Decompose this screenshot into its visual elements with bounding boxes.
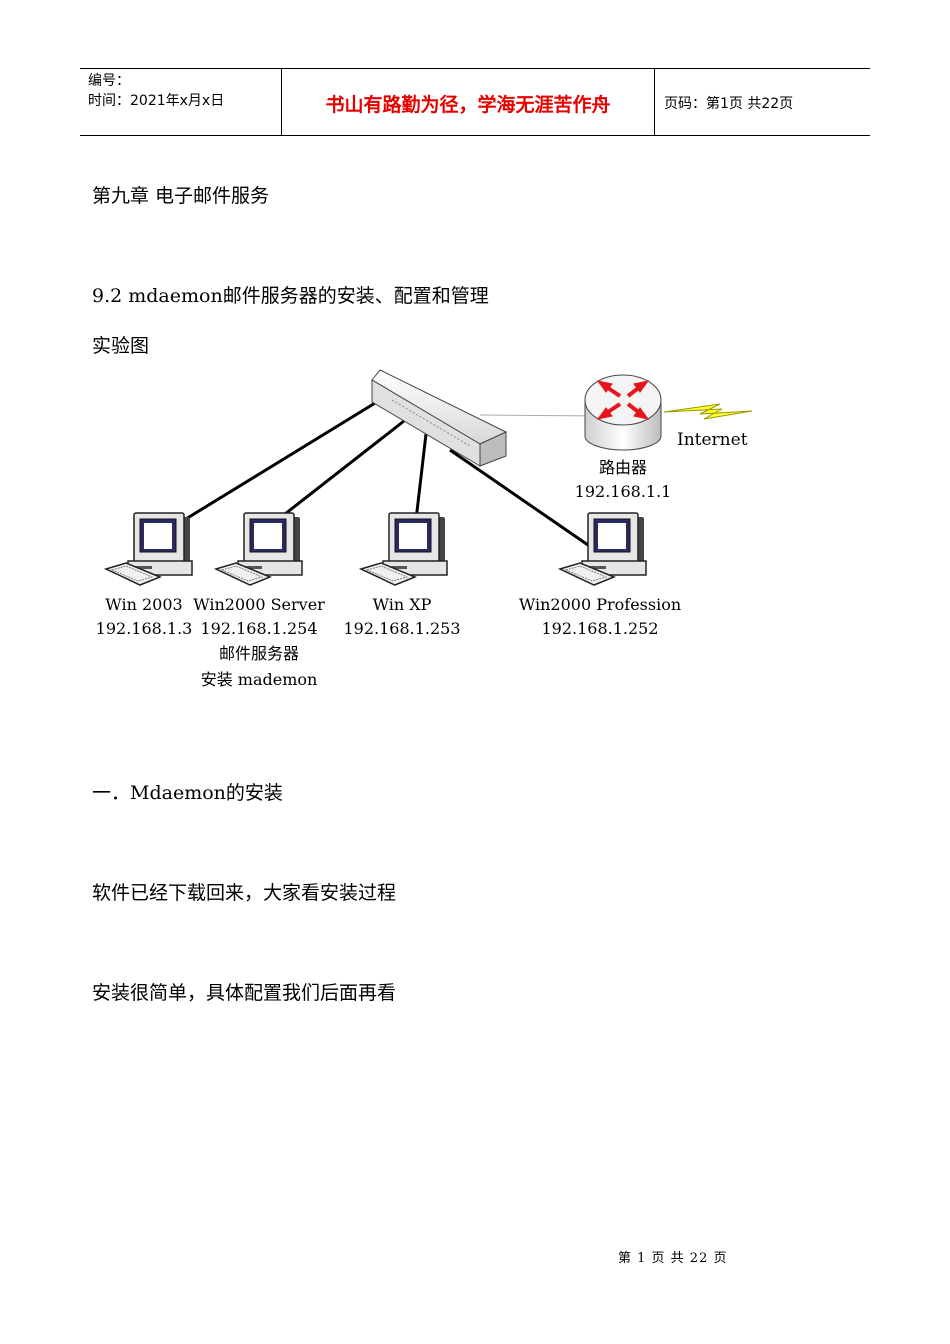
computer-note: 安装 mademon	[200, 670, 318, 689]
figure-caption: 实验图	[92, 335, 150, 357]
chapter-title: 第九章 电子邮件服务	[92, 185, 270, 207]
computer-icon	[360, 512, 448, 586]
section-title: 9.2 mdaemon邮件服务器的安装、配置和管理	[92, 285, 489, 307]
computer-label: Win 2003 192.168.1.3	[96, 593, 193, 641]
computer-icon	[559, 512, 647, 586]
computer-label: Win2000 Server 192.168.1.254 邮件服务器 安装 ma…	[193, 593, 325, 692]
header-info: 编号： 时间：2021年x月x日	[88, 71, 224, 111]
link-pc2	[275, 419, 405, 523]
computer-icon	[215, 512, 303, 586]
computer-label: Win2000 Profession 192.168.1.252	[519, 593, 681, 641]
router-ip: 192.168.1.1	[574, 482, 672, 501]
computer-ip: 192.168.1.252	[541, 619, 659, 638]
paragraph: 软件已经下载回来，大家看安装过程	[92, 882, 397, 904]
header-bottom-rule	[80, 135, 870, 136]
header-number: 编号：	[88, 73, 130, 89]
header-page-number: 页码：第1页 共22页	[664, 96, 794, 112]
lightning-icon	[663, 403, 753, 420]
router-icon	[584, 374, 662, 451]
computer-role: 邮件服务器	[218, 644, 299, 663]
switch-icon	[371, 369, 508, 467]
header-divider	[654, 68, 655, 135]
computer-name: Win2000 Server	[193, 595, 325, 614]
computer-ip: 192.168.1.3	[95, 619, 193, 638]
computer-name: Win 2003	[105, 595, 183, 614]
paragraph: 安装很简单，具体配置我们后面再看	[92, 982, 397, 1004]
header-date: 时间：2021年x月x日	[88, 93, 225, 109]
header-divider	[281, 68, 282, 135]
page-footer: 第 1 页 共 22 页	[618, 1251, 728, 1266]
router-label: 路由器 192.168.1.1	[575, 456, 672, 504]
router-name: 路由器	[598, 458, 648, 477]
computer-icon	[105, 512, 193, 586]
computer-ip: 192.168.1.254	[200, 619, 318, 638]
header-motto: 书山有路勤为径，学海无涯苦作舟	[325, 94, 611, 116]
computer-label: Win XP 192.168.1.253	[343, 593, 460, 641]
link-pc3	[414, 433, 428, 521]
link-pc1	[175, 398, 381, 527]
computer-ip: 192.168.1.253	[343, 619, 461, 638]
internet-label: Internet	[677, 430, 748, 450]
section-heading: 一．Mdaemon的安装	[92, 782, 283, 804]
computer-name: Win2000 Profession	[518, 595, 682, 614]
computer-name: Win XP	[372, 595, 432, 614]
header-top-rule	[80, 68, 870, 69]
link-pc4	[449, 448, 589, 547]
link-router	[479, 414, 601, 417]
